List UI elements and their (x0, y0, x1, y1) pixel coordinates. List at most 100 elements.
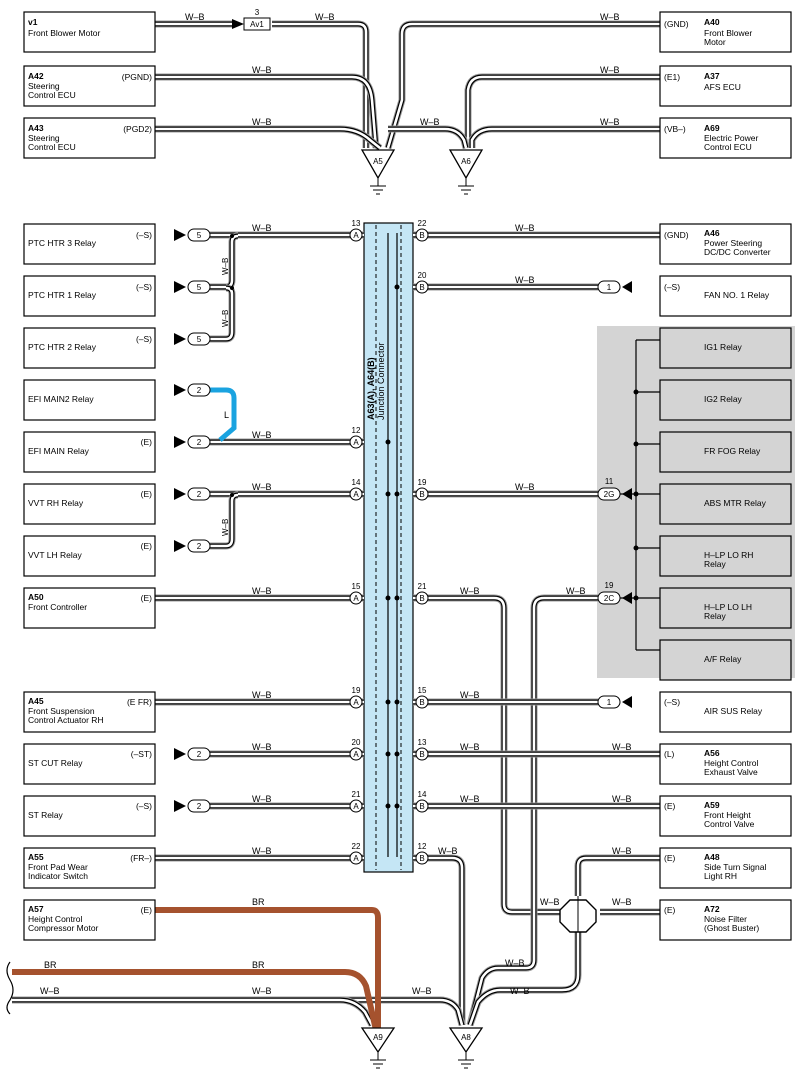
svg-text:W–B: W–B (612, 897, 632, 907)
component-airsus[interactable] (659, 691, 792, 733)
component-af[interactable] (659, 639, 792, 681)
svg-text:W–B: W–B (221, 519, 230, 536)
connector-efimain2[interactable]: 2 (174, 383, 211, 397)
svg-text:W–B: W–B (600, 65, 620, 75)
pin-b14[interactable]: B14 (415, 790, 429, 813)
svg-text:2: 2 (197, 386, 202, 395)
pin-b19[interactable]: B19 (415, 478, 429, 501)
svg-text:W–B: W–B (185, 12, 205, 22)
svg-text:H–LP LO RH: H–LP LO RH (704, 550, 753, 560)
svg-text:W–B: W–B (505, 958, 525, 968)
svg-text:A: A (353, 698, 359, 707)
svg-text:BR: BR (252, 897, 265, 907)
svg-text:Front Suspension: Front Suspension (28, 706, 95, 716)
component-a55[interactable] (23, 847, 156, 889)
connector-airsus[interactable]: 1 (597, 695, 632, 709)
svg-text:W–B: W–B (315, 12, 335, 22)
svg-text:A56: A56 (704, 748, 720, 758)
component-a69[interactable] (659, 117, 792, 159)
pin-a20[interactable]: A20 (349, 738, 363, 761)
svg-text:(E FR): (E FR) (127, 697, 152, 707)
component-a37[interactable] (659, 65, 792, 107)
pin-b21[interactable]: B21 (415, 582, 429, 605)
pin-a15[interactable]: A15 (349, 582, 363, 605)
component-vvtlh[interactable] (23, 535, 156, 577)
svg-text:W–B: W–B (600, 12, 620, 22)
pin-b20[interactable]: B20 (415, 271, 429, 294)
component-fan1[interactable] (659, 275, 792, 317)
svg-text:1: 1 (607, 283, 612, 292)
component-efimain2[interactable] (23, 379, 156, 421)
connector-efimain[interactable]: 2 (174, 435, 211, 449)
component-stcut[interactable] (23, 743, 156, 785)
svg-text:W–B: W–B (540, 897, 560, 907)
svg-text:B: B (419, 854, 424, 863)
component-a40[interactable] (659, 11, 792, 53)
component-a42[interactable] (23, 65, 156, 107)
svg-text:11: 11 (605, 477, 614, 486)
svg-text:(–S): (–S) (136, 801, 152, 811)
component-ptc2[interactable] (23, 327, 156, 369)
wire-break-mark (6, 961, 14, 1015)
connector-stcut[interactable]: 2 (174, 747, 211, 761)
svg-text:19: 19 (352, 686, 361, 695)
svg-text:A8: A8 (461, 1033, 471, 1042)
pin-a12[interactable]: A12 (349, 426, 363, 449)
connector-st[interactable]: 2 (174, 799, 211, 813)
pin-b22[interactable]: B22 (415, 219, 429, 242)
component-a50[interactable] (23, 587, 156, 629)
pin-b15[interactable]: B15 (415, 686, 429, 709)
component-ptc1[interactable] (23, 275, 156, 317)
svg-text:W–B: W–B (252, 65, 272, 75)
svg-text:Front Height: Front Height (704, 810, 751, 820)
svg-text:(E): (E) (141, 489, 153, 499)
component-efimain[interactable] (23, 431, 156, 473)
pin-b13[interactable]: B13 (415, 738, 429, 761)
svg-text:A45: A45 (28, 696, 44, 706)
pin-a13[interactable]: A13 (349, 219, 363, 242)
pin-a19[interactable]: A 19 (349, 686, 363, 709)
component-ig2[interactable] (659, 379, 792, 421)
connector-ptc2[interactable]: 5 (174, 332, 211, 346)
component-hlplh[interactable] (659, 587, 792, 629)
component-a59[interactable] (659, 795, 792, 837)
component-a57[interactable] (23, 899, 156, 941)
pin-b12[interactable]: B12 (415, 842, 429, 865)
connector-vvtlh[interactable]: 2 (174, 539, 211, 553)
pin-a14[interactable]: A14 (349, 478, 363, 501)
component-a45[interactable] (23, 691, 156, 733)
component-a46[interactable] (659, 223, 792, 265)
svg-text:W–B: W–B (252, 794, 272, 804)
svg-text:FAN NO. 1 Relay: FAN NO. 1 Relay (704, 290, 770, 300)
component-frfog[interactable] (659, 431, 792, 473)
connector-ptc3[interactable]: 5 (174, 228, 211, 242)
component-v1[interactable] (23, 11, 156, 53)
svg-text:(PGD2): (PGD2) (123, 124, 152, 134)
component-a43[interactable] (23, 117, 156, 159)
component-a56[interactable] (659, 743, 792, 785)
component-ig1[interactable] (659, 327, 792, 369)
svg-text:5: 5 (197, 335, 202, 344)
connector-vvtrh[interactable]: 2 (174, 487, 211, 501)
svg-text:Exhaust Valve: Exhaust Valve (704, 767, 758, 777)
component-vvtrh[interactable] (23, 483, 156, 525)
connector-ptc1[interactable]: 5 (174, 280, 211, 294)
svg-text:A40: A40 (704, 17, 720, 27)
component-a48[interactable] (659, 847, 792, 889)
component-ptc3[interactable] (23, 223, 156, 265)
svg-text:W–B: W–B (420, 117, 440, 127)
svg-text:Indicator Switch: Indicator Switch (28, 871, 88, 881)
pin-a22[interactable]: A22 (349, 842, 363, 865)
component-hlprh[interactable] (659, 535, 792, 577)
pin-a21[interactable]: A21 (349, 790, 363, 813)
component-a72[interactable] (659, 899, 792, 941)
svg-text:B: B (419, 490, 424, 499)
component-absmtr[interactable] (659, 483, 792, 525)
connector-fan1[interactable]: 1 (597, 280, 632, 294)
svg-text:PTC HTR 3 Relay: PTC HTR 3 Relay (28, 238, 97, 248)
component-st[interactable] (23, 795, 156, 837)
svg-text:W–B: W–B (412, 986, 432, 996)
svg-text:22: 22 (352, 842, 361, 851)
